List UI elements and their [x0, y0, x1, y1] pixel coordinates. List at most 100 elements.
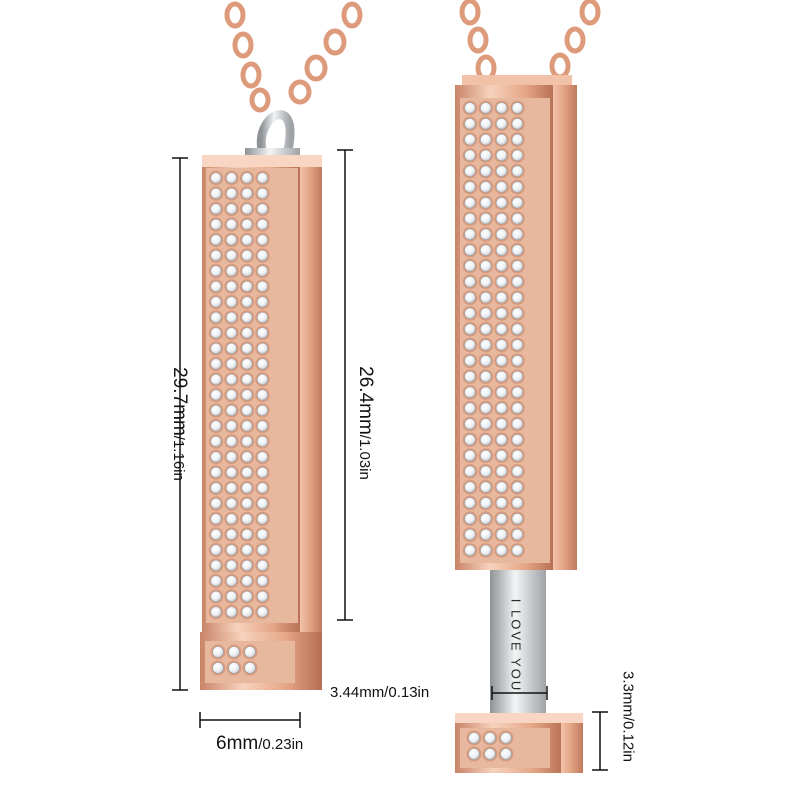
rhinestone — [244, 646, 256, 658]
rhinestone — [464, 244, 476, 256]
rhinestone — [210, 420, 222, 432]
rhinestone — [464, 118, 476, 130]
rhinestone — [241, 513, 253, 525]
rhinestone — [480, 418, 492, 430]
rhinestone — [480, 386, 492, 399]
rhinestone — [464, 228, 476, 241]
rhinestone — [480, 339, 492, 351]
rhinestone — [464, 418, 476, 430]
body-height-sub: /1.03in — [356, 434, 373, 480]
inner-tube — [490, 570, 546, 720]
cap-height-label: 3.3mm/0.12in — [619, 671, 637, 762]
rhinestone — [495, 513, 508, 525]
rhinestone — [256, 342, 269, 355]
rhinestone — [241, 404, 253, 417]
rhinestone — [464, 291, 476, 304]
rhinestone — [495, 102, 508, 114]
rhinestone — [511, 165, 524, 177]
rhinestone — [225, 172, 238, 184]
rhinestone — [495, 197, 508, 209]
rhinestone — [511, 386, 524, 399]
rhinestone — [241, 466, 253, 479]
rhinestone — [256, 435, 269, 448]
rhinestone — [495, 370, 508, 383]
body-height-value: 26.4mm — [355, 366, 376, 435]
rhinestone — [511, 260, 524, 272]
rhinestone — [225, 528, 238, 541]
rhinestone — [210, 203, 222, 215]
rhinestone — [256, 590, 269, 603]
rhinestone — [212, 662, 224, 674]
rhinestone — [241, 590, 253, 603]
rhinestone — [495, 307, 508, 320]
rhinestone — [241, 327, 253, 339]
rhinestone — [464, 449, 476, 462]
rhinestone — [511, 228, 524, 241]
rhinestone — [241, 249, 253, 262]
rhinestone — [241, 203, 253, 215]
rhinestone — [495, 481, 508, 493]
rhinestone — [484, 732, 496, 744]
rhinestone — [256, 296, 269, 308]
rhinestone — [241, 342, 253, 355]
rhinestone — [241, 373, 253, 386]
rhinestone — [256, 404, 269, 417]
rhinestone — [500, 748, 512, 760]
rhinestone — [256, 234, 269, 246]
rhinestone — [225, 327, 238, 339]
rhinestone — [225, 575, 238, 587]
rhinestone — [225, 296, 238, 308]
right-pendant — [455, 75, 583, 773]
rhinestone — [495, 291, 508, 304]
rhinestone — [480, 370, 492, 383]
rhinestone — [225, 265, 238, 277]
rhinestone — [210, 389, 222, 401]
rhinestone — [225, 466, 238, 479]
rhinestone — [480, 133, 492, 146]
rhinestone — [495, 212, 508, 225]
rhinestone — [464, 339, 476, 351]
rhinestone — [210, 265, 222, 277]
rhinestone — [511, 291, 524, 304]
rhinestone — [495, 402, 508, 414]
rhinestone — [225, 451, 238, 463]
rhinestone — [210, 327, 222, 339]
rhinestone — [241, 187, 253, 200]
rhinestone — [511, 402, 524, 414]
rhinestone — [241, 280, 253, 293]
rhinestone — [225, 559, 238, 572]
tube-width-label: 3.44mm/0.13in — [330, 684, 430, 701]
rhinestone — [225, 234, 238, 246]
rhinestone — [464, 197, 476, 209]
rhinestone — [480, 434, 492, 446]
rhinestone — [256, 172, 269, 184]
rhinestone — [225, 389, 238, 401]
rhinestone — [495, 497, 508, 509]
left-pendant — [200, 155, 322, 690]
rhinestone — [256, 559, 269, 572]
rhinestone — [495, 149, 508, 162]
rhinestone — [241, 389, 253, 401]
rhinestone — [256, 528, 269, 541]
rhinestone — [256, 358, 269, 370]
rhinestone — [210, 172, 222, 184]
body-height-label: 26.4mm/1.03in — [354, 333, 376, 513]
rhinestone — [464, 544, 476, 557]
rhinestone — [212, 646, 224, 658]
rhinestone — [210, 606, 222, 618]
rhinestone — [495, 276, 508, 288]
rhinestone — [210, 575, 222, 587]
rhinestone — [511, 323, 524, 335]
width-sub: /0.23in — [258, 736, 304, 753]
rhinestone — [225, 342, 238, 355]
rhinestone — [210, 296, 222, 308]
rhinestone — [511, 355, 524, 367]
rhinestone — [495, 528, 508, 541]
rhinestone — [480, 276, 492, 288]
rhinestone — [480, 212, 492, 225]
rhinestone — [210, 559, 222, 572]
rhinestone — [256, 544, 269, 556]
rhinestone — [241, 606, 253, 618]
rhinestone — [495, 339, 508, 351]
